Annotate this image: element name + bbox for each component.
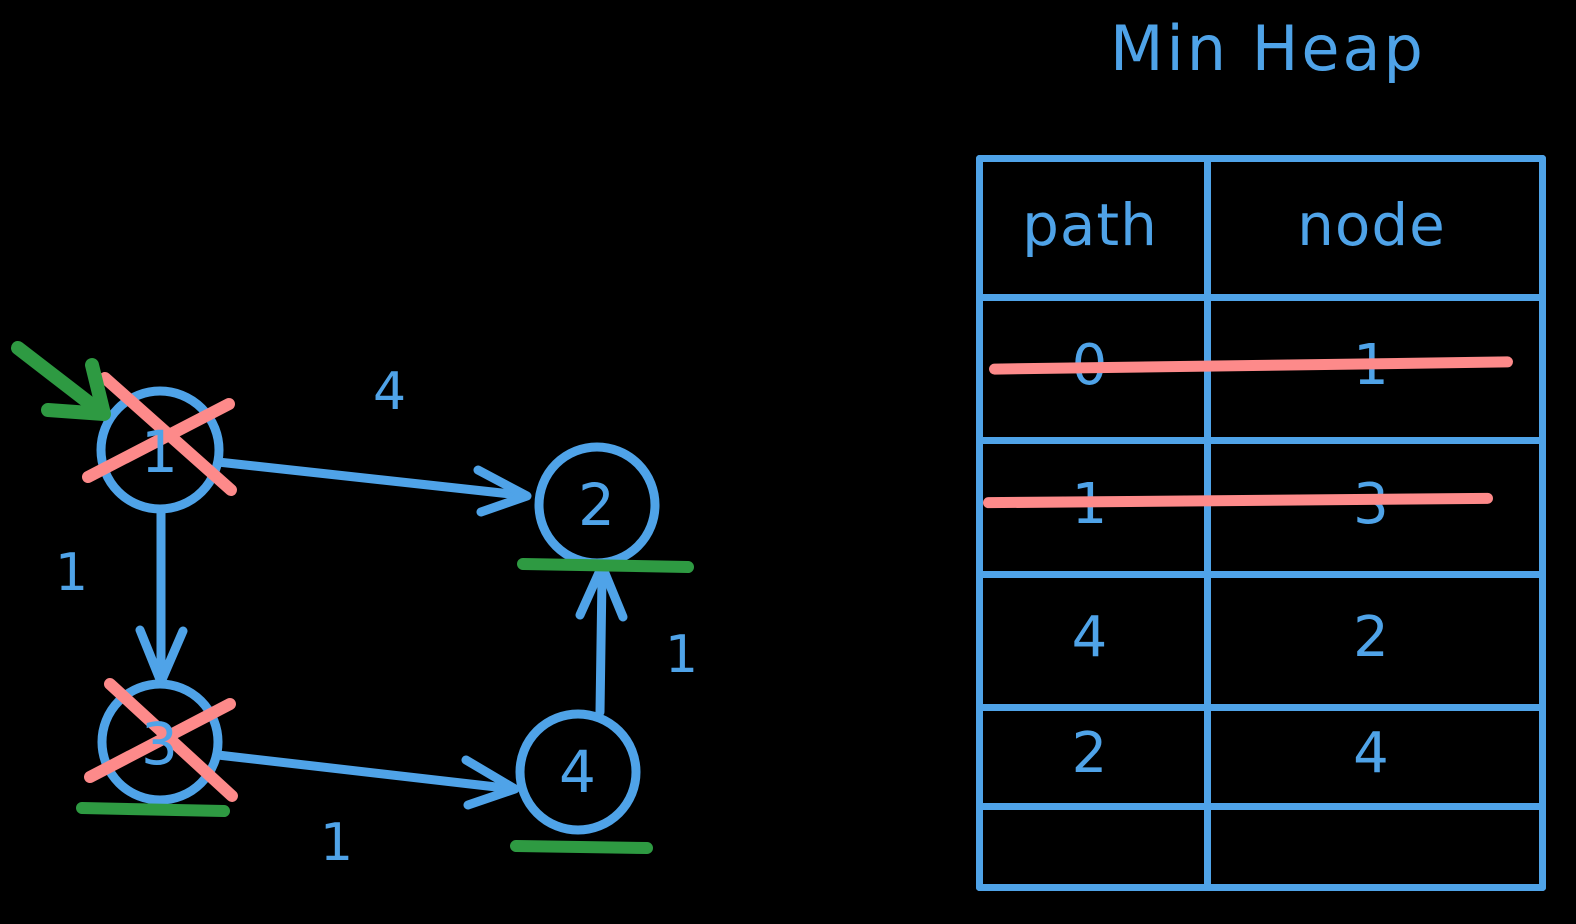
edge-3-to-4 [213,750,520,810]
graph-diagram: .edge { stroke:#4FA3E8; stroke-width:9; … [11,341,700,873]
table-border-top [976,155,1546,162]
edge-weight-4-to-2: 1 [664,625,700,685]
table-border-bottom [976,884,1546,891]
current-node-pointer-arrow [11,341,111,421]
min-heap-title: Min Heap [1110,12,1426,85]
table-cell-node-4 [1204,803,1539,884]
table-rule-4 [976,704,1546,711]
min-heap-table: path node 0 1 1 3 4 2 2 4 [976,155,1546,891]
node-circle-3[interactable] [97,679,223,805]
node-circle-1[interactable] [96,386,224,514]
table-header-path: path [1022,190,1158,259]
node-circle-2[interactable] [534,442,660,568]
crossed-out-node-1 [82,372,237,496]
node-circle-4[interactable] [515,709,641,835]
table-border-left [976,155,983,891]
table-column-divider [1204,155,1211,891]
table-cell-node-3: 4 [1353,721,1390,786]
table-cell-node-2: 2 [1353,605,1390,670]
edge-weight-1-to-3: 1 [54,543,90,603]
edge-4-to-2 [575,561,628,717]
table-rule-5 [976,803,1546,810]
table-border-right [1539,155,1546,891]
table-cell-path-4 [976,803,1204,884]
edge-weight-1-to-2: 4 [372,362,408,422]
graph-svg: .edge { stroke:#4FA3E8; stroke-width:9; … [11,341,694,854]
table-gridlines [976,155,1546,891]
table-rule-2 [976,437,1546,444]
table-rule-3 [976,571,1546,578]
edge-weight-3-to-4: 1 [319,813,355,873]
crossed-out-node-3 [84,678,238,802]
edge-1-to-2 [213,457,532,517]
table-cell-path-3: 2 [1071,721,1109,786]
visited-underline-node-2 [517,558,694,573]
table-header-node: node [1297,190,1446,259]
table-cell-path-2: 4 [1071,605,1109,670]
table-rule-1 [976,294,1546,301]
visited-underline-node-4 [510,840,653,854]
visited-underline-node-3 [76,802,230,817]
edge-1-to-3 [135,505,188,687]
